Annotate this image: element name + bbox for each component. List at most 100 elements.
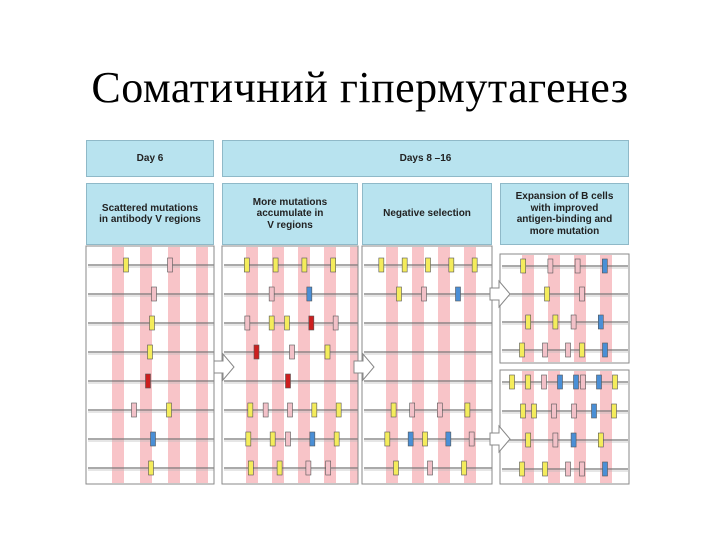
stage-label-accumulate: More mutations accumulate in V regions <box>222 183 358 245</box>
stage3-yellow-mutation-mark <box>393 460 399 476</box>
stage2-yellow-mutation-mark <box>272 257 279 273</box>
stage4-upper-blue-mutation-mark <box>602 342 608 358</box>
stage1-stripe <box>168 247 180 483</box>
stage3-yellow-mutation-mark <box>464 402 471 418</box>
stage4-lower-pink-mutation-mark <box>580 374 586 390</box>
stage1-pink-mutation-mark <box>151 286 157 302</box>
stage1-yellow-mutation-mark <box>147 344 153 360</box>
stage3-blue-mutation-mark <box>445 431 452 447</box>
stage4-lower-stripe <box>574 371 586 483</box>
stage3-yellow-mutation-mark <box>461 460 467 476</box>
stage1-pink-mutation-mark <box>167 257 173 273</box>
transition-arrow <box>489 424 511 454</box>
stage4-lower-yellow-mutation-mark <box>597 432 604 448</box>
stage2-stripe <box>246 247 258 483</box>
stage2-red-mutation-mark <box>308 315 315 331</box>
stage4-lower-yellow-mutation-mark <box>531 403 537 419</box>
stage2-yellow-mutation-mark <box>269 431 276 447</box>
stage3-stripe <box>438 247 450 483</box>
stage3-yellow-mutation-mark <box>471 257 478 273</box>
stage3-yellow-mutation-mark <box>378 257 385 273</box>
stage2-pink-mutation-mark <box>244 315 251 331</box>
stage4-lower-pink-mutation-mark <box>571 403 577 419</box>
stage4-lower-yellow-mutation-mark <box>509 374 515 390</box>
stage2-blue-mutation-mark <box>309 431 316 447</box>
stage1-yellow-mutation-mark <box>148 460 154 476</box>
stage2-yellow-mutation-mark <box>247 402 254 418</box>
stage2-pink-mutation-mark <box>325 460 332 476</box>
transition-arrow <box>489 279 511 309</box>
stage2-stripe <box>272 247 284 483</box>
stage2-yellow-mutation-mark <box>335 402 342 418</box>
stage-label-negative-selection: Negative selection <box>362 183 492 245</box>
slide-title: Соматичний гіпермутагенез <box>91 63 629 112</box>
stage4-upper-pink-mutation-mark <box>574 258 581 274</box>
stage2-rows-frame <box>221 245 359 485</box>
stage1-stripe <box>196 247 208 483</box>
stage4-upper-stripe <box>600 255 612 362</box>
stage4-upper-blue-mutation-mark <box>601 258 608 274</box>
stage4-lower-pink-mutation-mark <box>565 461 571 477</box>
stage4-upper-frame <box>499 253 630 364</box>
stage2-yellow-mutation-mark <box>333 431 340 447</box>
stage3-pink-mutation-mark <box>468 431 475 447</box>
stage2-yellow-mutation-mark <box>244 257 250 273</box>
stage3-yellow-mutation-mark <box>401 257 408 273</box>
stage4-lower-pink-mutation-mark <box>552 432 559 448</box>
stage4-lower-yellow-mutation-mark <box>611 403 617 419</box>
stage4-lower-pink-mutation-mark <box>541 374 547 390</box>
stage4-upper-yellow-mutation-mark <box>519 342 525 358</box>
stage2-pink-mutation-mark <box>305 460 312 476</box>
stage3-stripe <box>464 247 476 483</box>
stage2-yellow-mutation-mark <box>248 460 254 476</box>
stage3-stripe <box>412 247 424 483</box>
stage4-upper-blue-mutation-mark <box>597 314 604 330</box>
stage4-lower-yellow-mutation-mark <box>525 374 531 390</box>
stage2-stripe <box>298 247 310 483</box>
stage4-lower-yellow-mutation-mark <box>525 432 532 448</box>
stage2-yellow-mutation-mark <box>311 402 318 418</box>
header-day6: Day 6 <box>86 140 214 177</box>
stage4-upper-yellow-mutation-mark <box>525 314 532 330</box>
stage3-yellow-mutation-mark <box>396 286 402 302</box>
stage2-pink-mutation-mark <box>332 315 339 331</box>
stage4-lower-blue-mutation-mark <box>573 374 579 390</box>
stage1-red-mutation-mark <box>145 373 151 389</box>
stage2-red-mutation-mark <box>285 373 291 389</box>
stage2-yellow-mutation-mark <box>268 315 275 331</box>
stage3-blue-mutation-mark <box>455 286 461 302</box>
stage4-lower-pink-mutation-mark <box>579 461 585 477</box>
stage1-blue-mutation-mark <box>150 431 156 447</box>
stage2-yellow-mutation-mark <box>301 257 308 273</box>
transition-arrow <box>213 352 235 382</box>
stage4-upper-stripe <box>522 255 534 362</box>
stage4-upper-stripe <box>574 255 586 362</box>
stage3-yellow-mutation-mark <box>422 431 428 447</box>
stage4-lower-yellow-mutation-mark <box>612 374 618 390</box>
stage4-lower-yellow-mutation-mark <box>542 461 548 477</box>
stage4-upper-pink-mutation-mark <box>579 286 585 302</box>
stage4-lower-stripe <box>548 371 560 483</box>
stage3-pink-mutation-mark <box>427 460 433 476</box>
stage4-lower-stripe <box>522 371 534 483</box>
stage1-stripe <box>112 247 124 483</box>
stage4-lower-pink-mutation-mark <box>551 403 557 419</box>
stage2-pink-mutation-mark <box>287 402 293 418</box>
stage3-stripe <box>386 247 398 483</box>
stage2-yellow-mutation-mark <box>284 315 290 331</box>
stage1-stripe <box>140 247 152 483</box>
stage4-lower-blue-mutation-mark <box>557 374 563 390</box>
stage1-pink-mutation-mark <box>131 402 137 418</box>
stage2-yellow-mutation-mark <box>245 431 252 447</box>
stage1-yellow-mutation-mark <box>149 315 155 331</box>
stage3-pink-mutation-mark <box>436 402 443 418</box>
stage4-upper-pink-mutation-mark <box>542 342 548 358</box>
stage4-upper-yellow-mutation-mark <box>520 258 527 274</box>
stage2-pink-mutation-mark <box>268 286 275 302</box>
stage2-yellow-mutation-mark <box>330 257 337 273</box>
stage4-upper-pink-mutation-mark <box>547 258 554 274</box>
stage4-lower-blue-mutation-mark <box>591 403 597 419</box>
stage3-yellow-mutation-mark <box>390 402 397 418</box>
header-days-8-16: Days 8 –16 <box>222 140 629 177</box>
stage4-lower-blue-mutation-mark <box>596 374 602 390</box>
